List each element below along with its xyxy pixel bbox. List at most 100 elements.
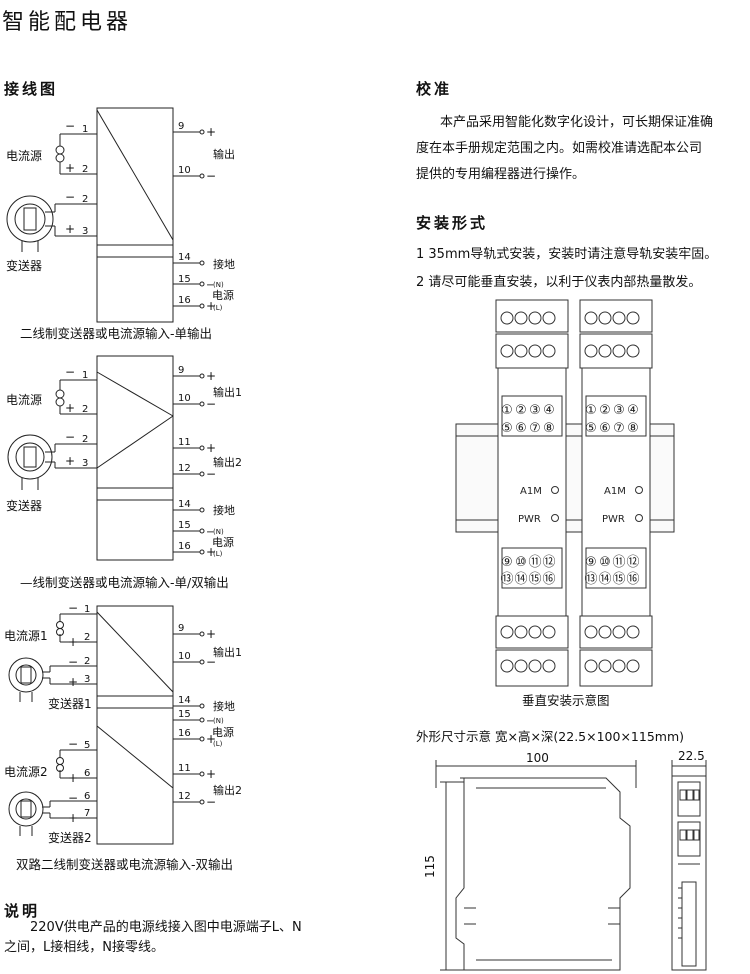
led-pwr-label-2: PWR xyxy=(602,514,625,525)
d1-term-9: 9 xyxy=(178,121,184,132)
svg-text:③: ③ xyxy=(613,403,625,418)
svg-text:⑯: ⑯ xyxy=(626,572,639,587)
svg-text:接地: 接地 xyxy=(213,700,235,713)
svg-text:10: 10 xyxy=(178,651,191,662)
svg-text:输出2: 输出2 xyxy=(213,783,242,797)
svg-text:16: 16 xyxy=(178,541,191,552)
d3-source2-label: 电流源2 xyxy=(4,765,48,779)
led-a1m-label-2: A1M xyxy=(604,486,626,497)
svg-text:+: + xyxy=(68,635,78,649)
wiring-diagram-1: 1 2 2 3 9 10 14 15 16 −+ −+ +− −+ 输出 接地 … xyxy=(6,107,235,323)
d2-output1-label: 输出1 xyxy=(213,385,242,399)
svg-text:−: − xyxy=(206,527,214,538)
svg-text:1: 1 xyxy=(82,370,88,381)
svg-text:接地: 接地 xyxy=(213,504,235,517)
svg-text:10: 10 xyxy=(178,393,191,404)
d1-term-3: 3 xyxy=(82,226,88,237)
d1-transmitter-label: 变送器 xyxy=(6,258,42,273)
svg-text:⑧: ⑧ xyxy=(627,421,639,436)
svg-text:⑤: ⑤ xyxy=(501,421,513,436)
svg-text:①: ① xyxy=(585,403,597,418)
svg-text:⑫: ⑫ xyxy=(542,555,555,570)
svg-text:⑮: ⑮ xyxy=(612,572,625,587)
wiring-heading: 接线图 xyxy=(4,80,59,98)
svg-text:⑫: ⑫ xyxy=(626,555,639,570)
calibration-line-2: 度在本手册规定范围之内。如需校准请选配本公司 xyxy=(416,141,703,156)
svg-text:⑦: ⑦ xyxy=(613,421,625,436)
svg-text:⑬: ⑬ xyxy=(584,572,597,587)
svg-text:3: 3 xyxy=(84,674,90,685)
svg-text:⑯: ⑯ xyxy=(542,572,555,587)
svg-text:−: − xyxy=(68,791,78,805)
svg-text:⑤: ⑤ xyxy=(585,421,597,436)
svg-text:+: + xyxy=(206,369,216,383)
svg-text:⑧: ⑧ xyxy=(543,421,555,436)
d1-output-label: 输出 xyxy=(213,147,235,161)
svg-text:①: ① xyxy=(501,403,513,418)
install-illustration: ① ② ③ ④ ⑤ ⑥ ⑦ ⑧ ① ② ③ ④ ⑤ ⑥ ⑦ ⑧ ⑨ ⑩ ⑪ ⑫ … xyxy=(455,299,675,687)
svg-text:(N): (N) xyxy=(213,717,224,725)
dimension-caption: 外形尺寸示意 宽×高×深(22.5×100×115mm) xyxy=(416,729,685,744)
svg-text:9: 9 xyxy=(178,623,184,634)
d1-term-1: 1 xyxy=(82,124,88,135)
svg-text:②: ② xyxy=(599,403,611,418)
svg-text:⑨: ⑨ xyxy=(585,555,597,570)
svg-text:5: 5 xyxy=(84,740,90,751)
dimension-depth-label: 22.5 xyxy=(678,749,705,763)
svg-text:⑬: ⑬ xyxy=(500,572,513,587)
d2-transmitter-label: 变送器 xyxy=(6,498,42,513)
svg-text:⑦: ⑦ xyxy=(529,421,541,436)
svg-text:电源: 电源 xyxy=(212,725,234,739)
explain-line-1: 220V供电产品的电源线接入图中电源端子L、N xyxy=(30,920,302,935)
install-heading: 安装形式 xyxy=(416,214,489,232)
d1-term-2b: 2 xyxy=(82,194,88,205)
d1-term-14: 14 xyxy=(178,252,191,263)
svg-text:⑪: ⑪ xyxy=(528,555,541,570)
d3-caption: 双路二线制变送器或电流源输入-双输出 xyxy=(16,857,234,872)
svg-text:12: 12 xyxy=(178,463,191,474)
svg-text:⑨: ⑨ xyxy=(501,555,513,570)
svg-text:7: 7 xyxy=(84,808,90,819)
svg-text:−: − xyxy=(68,601,78,615)
svg-text:−: − xyxy=(68,655,78,669)
svg-text:15: 15 xyxy=(178,520,191,531)
calibration-line-3: 提供的专用编程器进行操作。 xyxy=(416,167,586,182)
d2-caption: —线制变送器或电流源输入-单/双输出 xyxy=(20,575,229,590)
svg-text:⑩: ⑩ xyxy=(515,555,527,570)
svg-text:④: ④ xyxy=(627,403,639,418)
svg-text:−: − xyxy=(206,397,216,411)
svg-text:+: + xyxy=(206,767,216,781)
dimension-drawing: 100 22.5 115 xyxy=(423,749,707,971)
d1-term-15: 15 xyxy=(178,274,191,285)
svg-text:+: + xyxy=(65,222,75,236)
d1-term-10: 10 xyxy=(178,165,191,176)
svg-text:2: 2 xyxy=(82,434,88,445)
svg-text:16: 16 xyxy=(178,728,191,739)
svg-text:+: + xyxy=(206,627,216,641)
svg-text:⑪: ⑪ xyxy=(612,555,625,570)
led-pwr-label-1: PWR xyxy=(518,514,541,525)
wiring-diagram-3: 1 2 2 3 5 6 6 7 9 10 14 15 16 11 12 −+ −… xyxy=(4,601,242,845)
install-line-2: 2 请尽可能垂直安装，以利于仪表内部热量散发。 xyxy=(416,275,702,290)
svg-text:⑭: ⑭ xyxy=(514,572,527,587)
led-a1m-label-1: A1M xyxy=(520,486,542,497)
dimension-height-label: 115 xyxy=(423,855,437,878)
svg-text:+: + xyxy=(68,771,78,785)
d3-transmitter1-label: 变送器1 xyxy=(48,696,92,711)
svg-text:⑮: ⑮ xyxy=(528,572,541,587)
svg-text:6: 6 xyxy=(84,791,90,802)
svg-text:2: 2 xyxy=(84,656,90,667)
svg-text:(L): (L) xyxy=(213,304,223,312)
dimension-width-label: 100 xyxy=(526,751,549,765)
svg-text:④: ④ xyxy=(543,403,555,418)
svg-text:6: 6 xyxy=(84,768,90,779)
svg-text:③: ③ xyxy=(529,403,541,418)
svg-text:+: + xyxy=(68,675,78,689)
svg-text:2: 2 xyxy=(82,404,88,415)
svg-text:⑥: ⑥ xyxy=(599,421,611,436)
svg-text:+: + xyxy=(206,545,216,559)
svg-text:(N): (N) xyxy=(213,281,224,289)
svg-text:−: − xyxy=(206,795,216,809)
d2-source-label: 电流源 xyxy=(6,393,42,407)
explain-line-2: 之间，L接相线，N接零线。 xyxy=(4,940,164,955)
